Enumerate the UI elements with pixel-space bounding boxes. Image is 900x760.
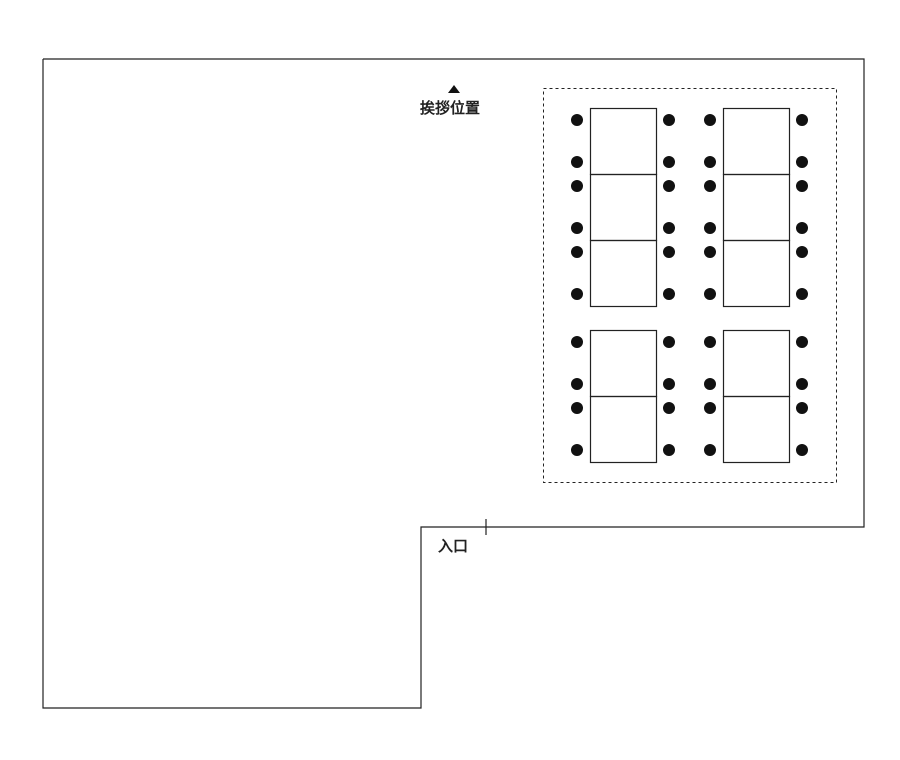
- table: [722, 107, 791, 176]
- seat: [704, 402, 716, 414]
- greeting-position-label: 挨拶位置: [420, 99, 481, 117]
- seat: [663, 336, 675, 348]
- seat: [796, 222, 808, 234]
- greeting-position-marker-icon: [448, 85, 460, 93]
- seat: [796, 444, 808, 456]
- seat: [796, 402, 808, 414]
- seat: [796, 114, 808, 126]
- seat: [704, 288, 716, 300]
- table: [722, 173, 791, 242]
- table: [722, 395, 791, 464]
- seat: [571, 156, 583, 168]
- table: [722, 329, 791, 398]
- seat: [663, 246, 675, 258]
- seat: [704, 378, 716, 390]
- seat: [571, 114, 583, 126]
- seat: [796, 180, 808, 192]
- seat: [663, 402, 675, 414]
- seat: [663, 378, 675, 390]
- seat: [704, 222, 716, 234]
- table: [589, 329, 658, 398]
- table: [589, 395, 658, 464]
- entrance-label: 入口: [438, 537, 469, 555]
- seat: [796, 156, 808, 168]
- seat: [796, 246, 808, 258]
- seat: [571, 402, 583, 414]
- seat: [796, 378, 808, 390]
- seat: [663, 288, 675, 300]
- seat: [663, 156, 675, 168]
- seat: [571, 180, 583, 192]
- seating-area: [543, 88, 837, 483]
- seat: [663, 444, 675, 456]
- table: [589, 173, 658, 242]
- seat: [571, 336, 583, 348]
- seat: [704, 444, 716, 456]
- seat: [796, 336, 808, 348]
- seat: [704, 180, 716, 192]
- seat: [704, 114, 716, 126]
- seat: [571, 222, 583, 234]
- seat: [704, 246, 716, 258]
- seat: [663, 180, 675, 192]
- seat: [796, 288, 808, 300]
- seat: [704, 156, 716, 168]
- seat: [571, 378, 583, 390]
- seat: [571, 444, 583, 456]
- table: [589, 239, 658, 308]
- seat: [704, 336, 716, 348]
- room-outline: [42, 58, 865, 709]
- seat: [663, 114, 675, 126]
- seat: [663, 222, 675, 234]
- seat: [571, 246, 583, 258]
- table: [589, 107, 658, 176]
- seat: [571, 288, 583, 300]
- table: [722, 239, 791, 308]
